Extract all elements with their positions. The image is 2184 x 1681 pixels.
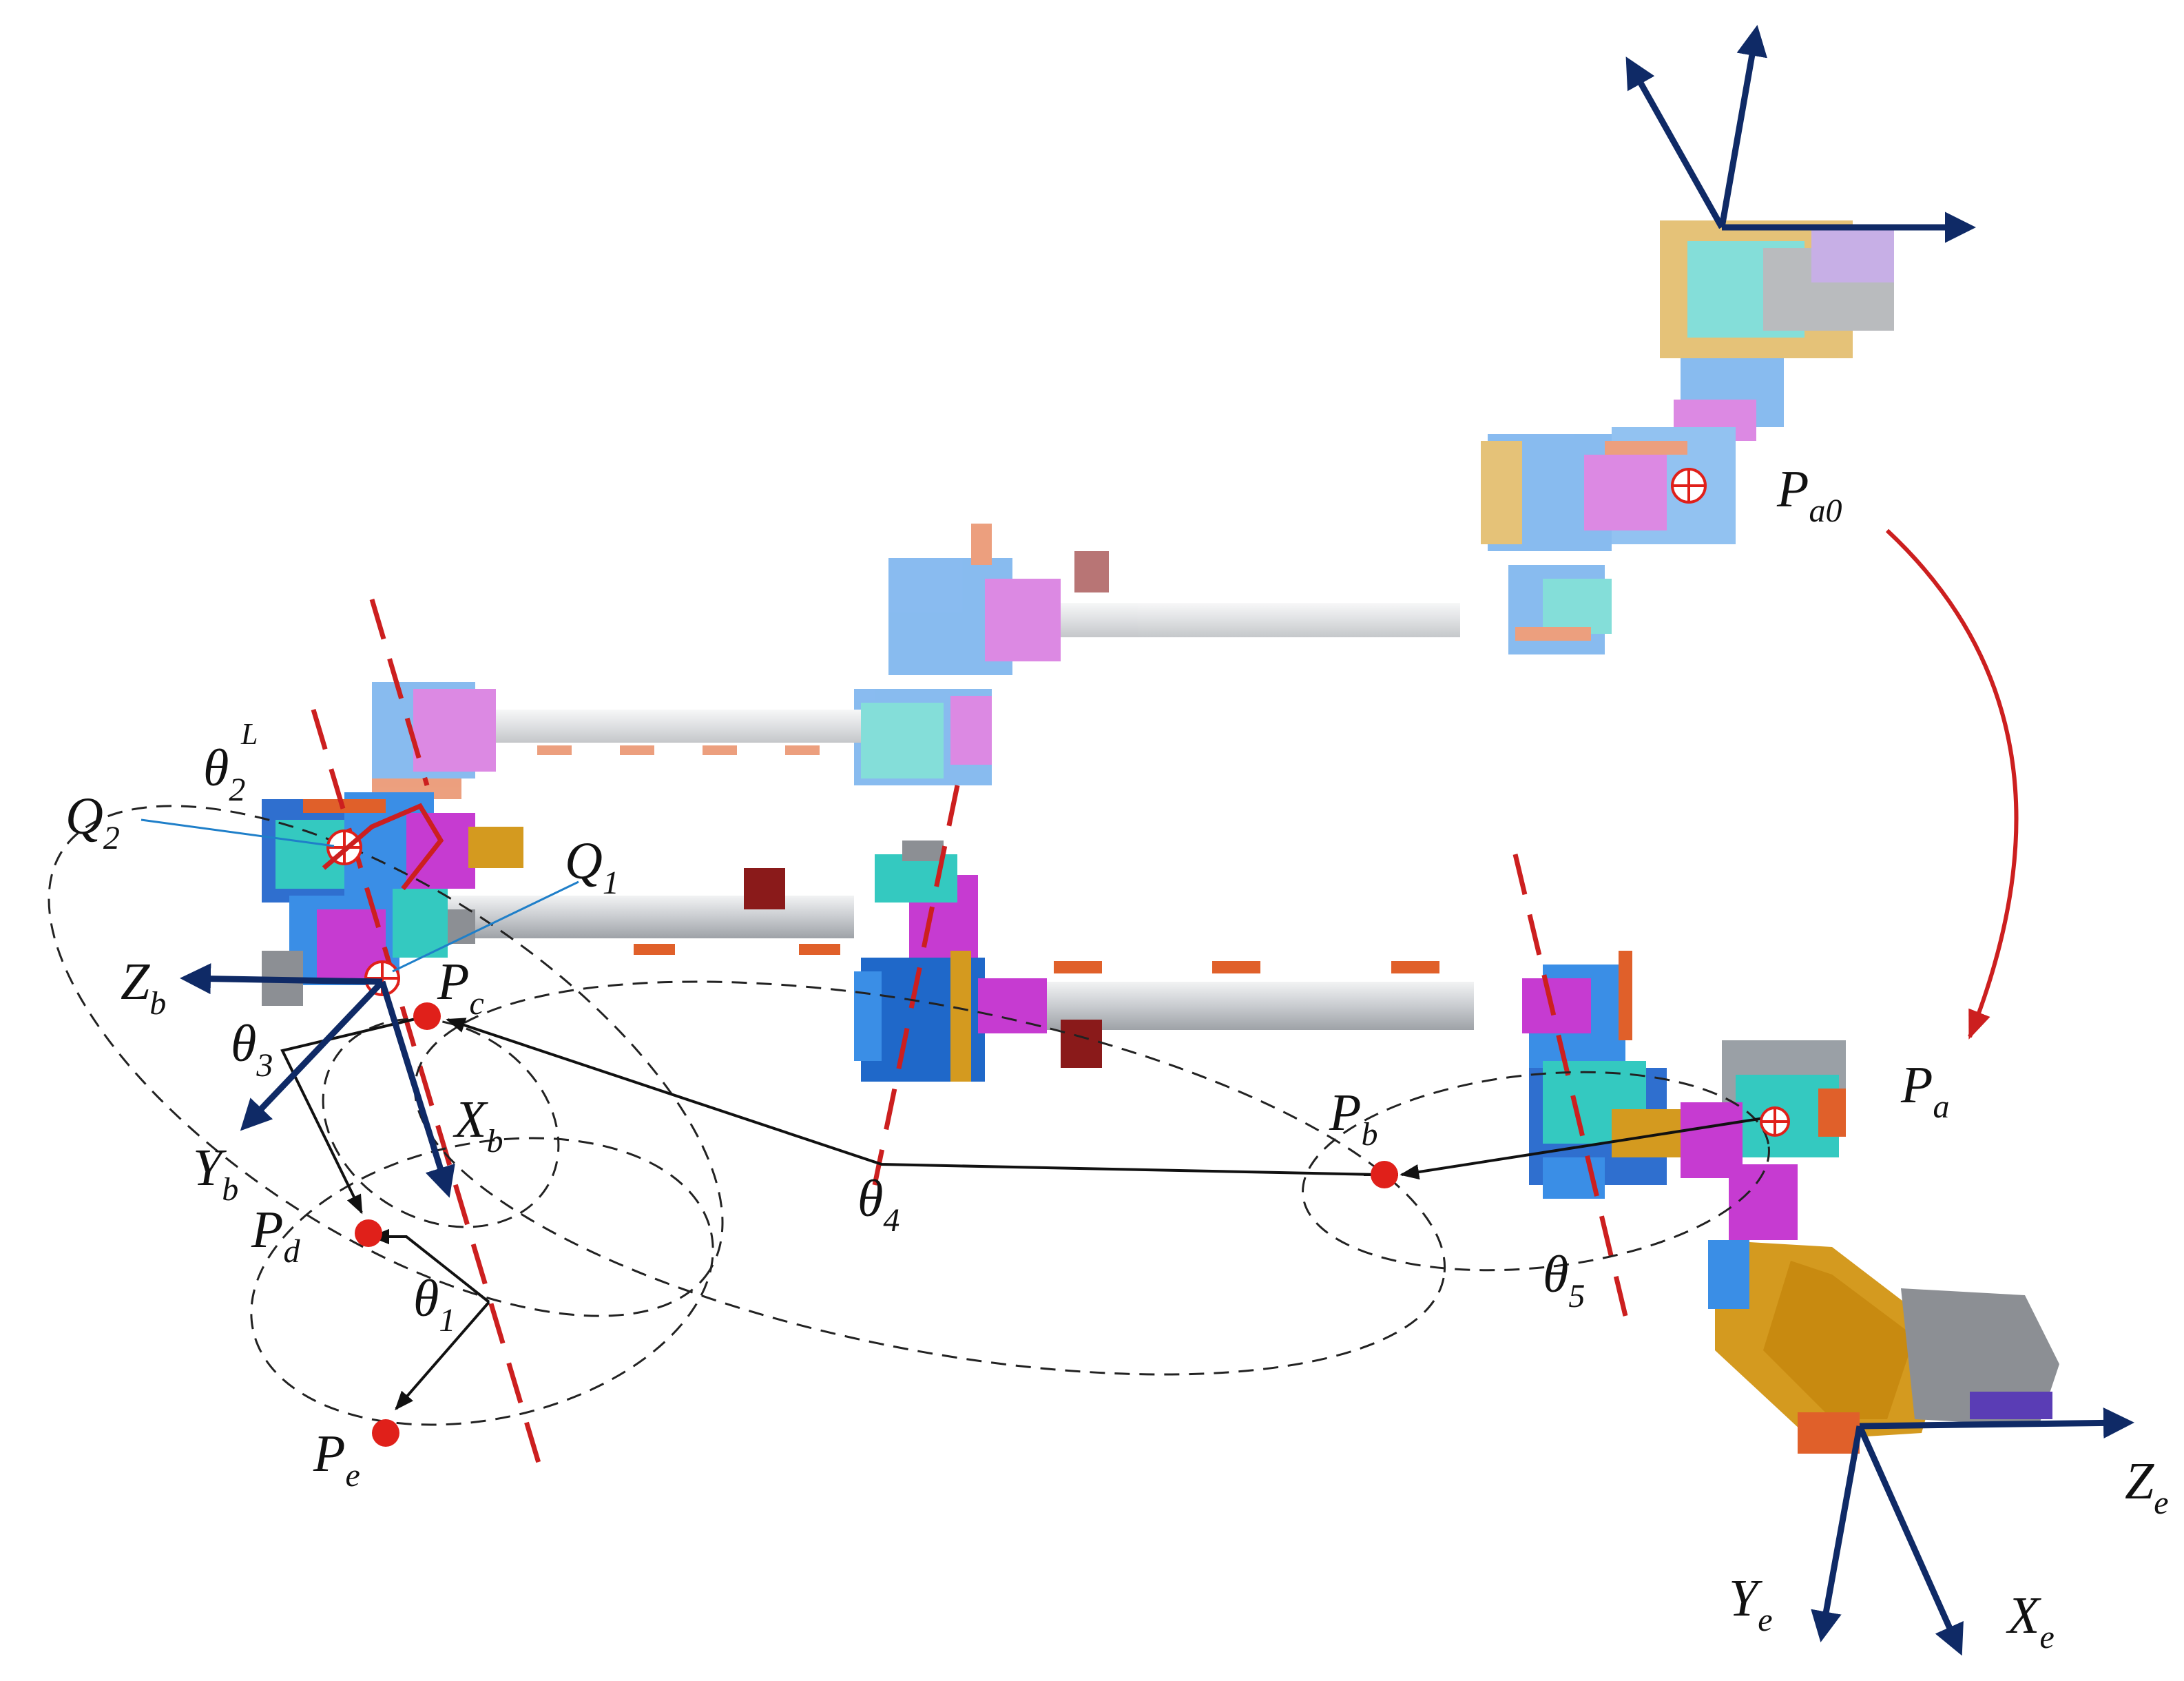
label-theta2L: θ2 L: [203, 717, 258, 808]
rotation-ellipses: [48, 805, 1770, 1426]
svg-text:Zb: Zb: [121, 953, 166, 1022]
joint-axis-left-upper: [369, 599, 430, 786]
svg-text:L: L: [240, 717, 258, 751]
joint-center-q1: [364, 960, 400, 996]
base-module-end: [1708, 1240, 2059, 1454]
frame-e: [1811, 1407, 2134, 1656]
svg-text:Pa: Pa: [1900, 1056, 1949, 1125]
mid-red-camera: [1061, 1020, 1102, 1068]
label-pb: Pb: [1329, 1084, 1377, 1153]
svg-text:Pd: Pd: [251, 1201, 300, 1270]
svg-text:θ3: θ3: [231, 1015, 273, 1084]
label-xb: Xb: [453, 1091, 503, 1159]
frame-b-axis-yb: [240, 979, 385, 1131]
arrow-pb-to-pc: [446, 1018, 1378, 1176]
label-theta1: θ1: [413, 1270, 455, 1339]
ellipse-xb: [322, 1018, 560, 1228]
left-red-camera: [744, 868, 785, 909]
arrow-to-pe: [395, 1301, 490, 1411]
frame-top-axis-upleft: [1625, 56, 1725, 229]
middle-elbow-joint: [854, 840, 1047, 1082]
upper-middle-joint: [854, 524, 1109, 785]
svg-text:Xb: Xb: [453, 1091, 503, 1159]
upper-left-pipe: [468, 710, 861, 743]
motion-arc-pa0-to-pa: [1885, 528, 2019, 1040]
frame-e-axis-ze: [1859, 1407, 2134, 1438]
joint-axis-theta5: [1512, 854, 1628, 1317]
svg-text:Xe: Xe: [2006, 1587, 2055, 1656]
frame-top: [1625, 25, 1976, 243]
arrow-pd-to-pe: [370, 1228, 490, 1303]
label-pc: Pc: [437, 953, 484, 1022]
q1-pointer: [392, 880, 579, 973]
joint-center-pa: [1760, 1106, 1790, 1137]
frame-b: [180, 963, 455, 1198]
svg-text:θ1: θ1: [413, 1270, 455, 1339]
label-pa0: Pa0: [1776, 460, 1842, 529]
joint-center-pa0: [1671, 468, 1707, 504]
point-pd: [355, 1219, 382, 1247]
upper-left-pipe-brackets: [537, 745, 820, 755]
point-pb: [1371, 1161, 1398, 1188]
lower-right-pipe-brackets: [1054, 961, 1439, 973]
frame-e-axis-ye: [1811, 1425, 1863, 1642]
arrow-pa-to-pb: [1400, 1115, 1778, 1180]
ellipse-theta3: [48, 805, 724, 1317]
q2-pointer: [141, 818, 335, 847]
svg-text:Ye: Ye: [1729, 1569, 1773, 1638]
svg-text:Pe: Pe: [313, 1425, 360, 1494]
ellipse-theta5: [1302, 1071, 1770, 1272]
label-q2: Q2: [65, 787, 120, 856]
svg-text:Ze: Ze: [2125, 1452, 2169, 1521]
label-yb: Yb: [193, 1139, 238, 1208]
svg-text:Yb: Yb: [193, 1139, 238, 1208]
upper-boom-pipe: [1047, 603, 1460, 637]
label-theta5: θ5: [1543, 1246, 1585, 1314]
label-pa: Pa: [1900, 1056, 1949, 1125]
label-xe: Xe: [2006, 1587, 2055, 1656]
label-ye: Ye: [1729, 1569, 1773, 1638]
upper-joint-pa0: [1481, 427, 1736, 654]
svg-text:θ4: θ4: [857, 1170, 899, 1239]
label-q1: Q1: [565, 832, 619, 901]
frame-top-axis-up: [1718, 25, 1767, 228]
label-pd: Pd: [251, 1201, 300, 1270]
svg-text:Q2: Q2: [65, 787, 120, 856]
label-ze: Ze: [2125, 1452, 2169, 1521]
ellipse-theta4: [413, 980, 1446, 1376]
svg-text:θ5: θ5: [1543, 1246, 1585, 1314]
svg-text:Pc: Pc: [437, 953, 484, 1022]
frame-e-axis-xe: [1856, 1425, 1964, 1656]
label-theta4: θ4: [857, 1170, 899, 1239]
lower-right-pipe: [1047, 982, 1474, 1030]
label-zb: Zb: [121, 953, 166, 1022]
lower-left-pipe-brackets: [634, 944, 840, 955]
ellipse-theta1: [250, 1137, 714, 1426]
theta2-offset-link: [322, 803, 444, 891]
point-pc: [413, 1002, 441, 1030]
point-pe: [372, 1419, 399, 1447]
initial-arm-configuration: [372, 220, 1894, 799]
svg-text:θ2: θ2: [203, 739, 245, 808]
wrist-module-pa: [1522, 951, 1846, 1240]
upper-left-joint: [372, 682, 496, 799]
joint-axis-theta4: [872, 785, 960, 1186]
key-points: [355, 1002, 1398, 1447]
svg-text:Q1: Q1: [565, 832, 619, 901]
frame-b-axis-xb: [379, 980, 455, 1198]
base-module-initial: [1660, 220, 1894, 441]
trajectory-arrows: [280, 1015, 1778, 1411]
label-pe: Pe: [313, 1425, 360, 1494]
svg-text:Pa0: Pa0: [1776, 460, 1842, 529]
label-theta3: θ3: [231, 1015, 273, 1084]
frame-b-axis-zb: [180, 963, 383, 995]
svg-text:Pb: Pb: [1329, 1084, 1377, 1153]
arrow-pc-to-pd: [280, 1015, 428, 1215]
